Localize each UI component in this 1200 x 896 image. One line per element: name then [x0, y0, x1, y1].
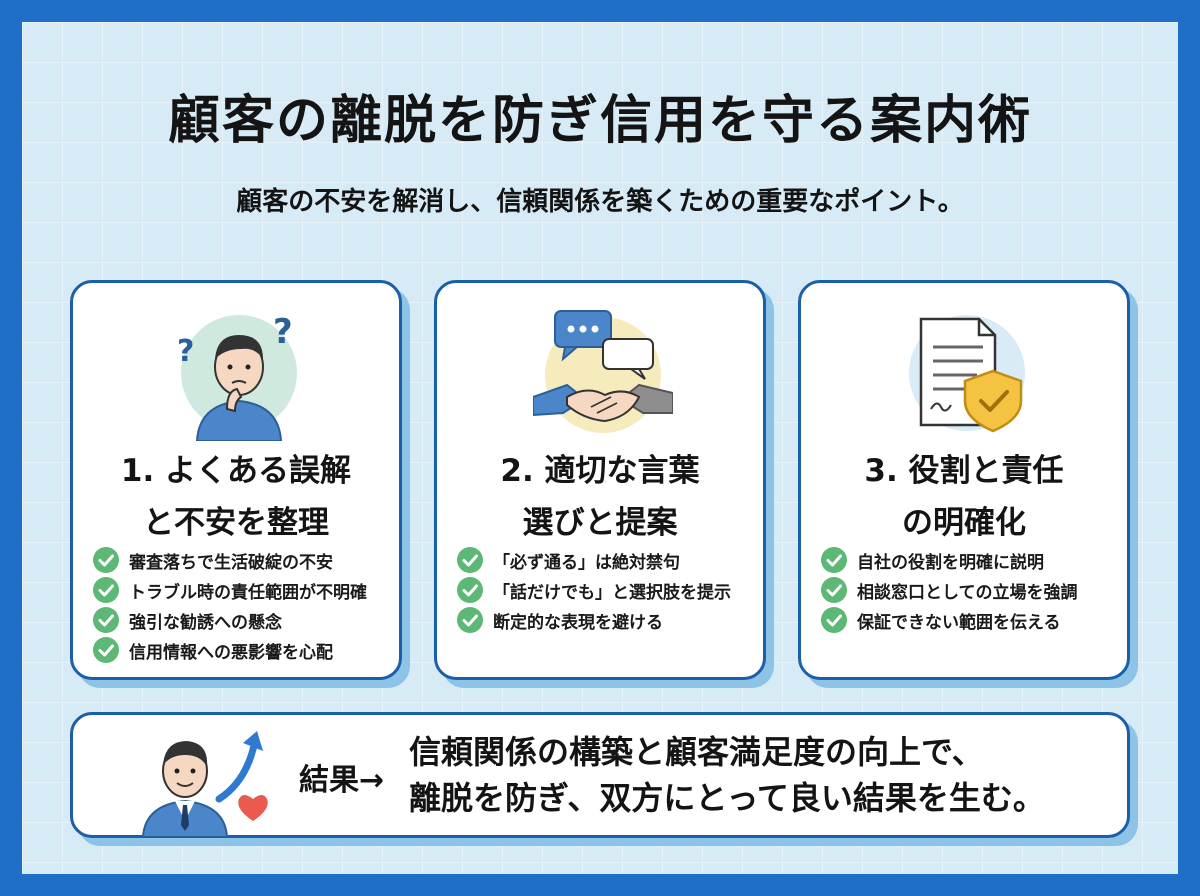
check-icon [821, 607, 847, 633]
document-shield-icon [909, 315, 1025, 433]
page-subtitle: 顧客の不安を解消し、信頼関係を築くための重要なポイント。 [236, 187, 964, 217]
result-text: 信頼関係の構築と顧客満足度の向上で、 離脱を防ぎ、双方にとって良い結果を生む。 [409, 733, 1045, 817]
svg-text:?: ? [177, 334, 194, 369]
list-item: 断定的な表現を避ける [457, 605, 757, 635]
checklist: 「必ず通る」は絶対禁句 「話だけでも」と選択肢を提示 断定的な表現を避ける [457, 545, 757, 635]
card-misunderstandings: ? ? 1. よくある誤解 と不安を整理 審査落ちで生活破綻の不安 トラブル時の… [70, 280, 402, 680]
check-icon [457, 607, 483, 633]
result-label: 結果→ [299, 763, 385, 798]
check-icon [457, 547, 483, 573]
list-item: 強引な勧誘への懸念 [93, 605, 393, 635]
handshake-chat-icon [533, 310, 673, 433]
checklist: 自社の役割を明確に説明 相談窓口としての立場を強調 保証できない範囲を伝える [821, 545, 1121, 635]
card-roles: 3. 役割と責任 の明確化 自社の役割を明確に説明 相談窓口としての立場を強調 … [798, 280, 1130, 680]
check-icon [93, 577, 119, 603]
page-title: 顧客の離脱を防ぎ信用を守る案内術 [167, 91, 1032, 151]
card-title: 2. 適切な言葉 選びと提案 [500, 453, 700, 541]
card-title: 1. よくある誤解 と不安を整理 [120, 453, 352, 541]
checklist: 審査落ちで生活破綻の不安 トラブル時の責任範囲が不明確 強引な勧誘への懸念 信用… [93, 545, 393, 665]
list-item: 自社の役割を明確に説明 [821, 545, 1121, 575]
result-banner: 結果→ 信頼関係の構築と顧客満足度の向上で、 離脱を防ぎ、双方にとって良い結果を… [70, 712, 1130, 838]
list-item: 相談窓口としての立場を強調 [821, 575, 1121, 605]
check-icon [93, 607, 119, 633]
card-title: 3. 役割と責任 の明確化 [864, 453, 1064, 541]
check-icon [93, 547, 119, 573]
check-icon [821, 577, 847, 603]
list-item: 「話だけでも」と選択肢を提示 [457, 575, 757, 605]
businessman-growth-heart-icon [141, 731, 268, 837]
check-icon [93, 637, 119, 663]
list-item: 審査落ちで生活破綻の不安 [93, 545, 393, 575]
list-item: トラブル時の責任範囲が不明確 [93, 575, 393, 605]
svg-text:?: ? [273, 312, 293, 352]
list-item: 「必ず通る」は絶対禁句 [457, 545, 757, 575]
confused-person-icon: ? ? [177, 312, 297, 441]
check-icon [457, 577, 483, 603]
list-item: 信用情報への悪影響を心配 [93, 635, 393, 665]
card-wording: 2. 適切な言葉 選びと提案 「必ず通る」は絶対禁句 「話だけでも」と選択肢を提… [434, 280, 766, 680]
check-icon [821, 547, 847, 573]
list-item: 保証できない範囲を伝える [821, 605, 1121, 635]
